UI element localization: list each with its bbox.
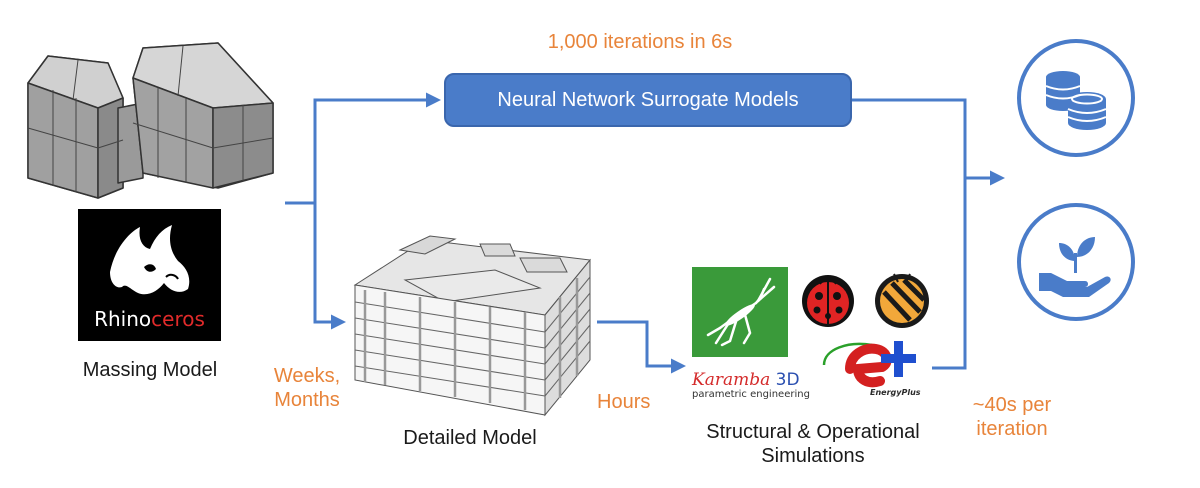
- rhino-head-icon: [110, 225, 190, 295]
- arrow-to-simulations: [597, 320, 686, 374]
- iteration-time-label: ~40s per iteration: [972, 394, 1052, 440]
- weeks-months-label: Weeks, Months: [273, 365, 341, 411]
- detailed-model-image: [353, 235, 591, 417]
- coins-icon: [1017, 39, 1135, 157]
- arrow-to-surrogate: [313, 92, 441, 203]
- arrow-simulations-out: [932, 178, 967, 370]
- honeybee-icon: [875, 273, 929, 328]
- rhinoceros-logo: Rhinoceros: [78, 209, 221, 341]
- surrogate-model-label: Neural Network Surrogate Models: [497, 88, 799, 111]
- karamba-logo: Karamba 3D parametric engineering: [692, 370, 810, 400]
- grasshopper-logo: [692, 267, 788, 357]
- arrow-surrogate-out: [852, 98, 967, 178]
- hours-label: Hours: [597, 391, 651, 413]
- surrogate-model-box: Neural Network Surrogate Models: [444, 73, 852, 127]
- arrow-to-detailed: [313, 203, 346, 330]
- iterations-note: 1,000 iterations in 6s: [547, 31, 733, 53]
- massing-model-image: [27, 42, 274, 199]
- hand-plant-icon: [1017, 203, 1135, 321]
- ladybug-icon: [802, 275, 854, 327]
- energyplus-icon: [822, 341, 916, 388]
- grasshopper-icon: [706, 277, 776, 347]
- simulations-label: Structural & Operational Simulations: [706, 421, 920, 467]
- energyplus-label: EnergyPlus: [870, 388, 921, 397]
- massing-model-label: Massing Model: [82, 359, 218, 381]
- detailed-model-label: Detailed Model: [403, 427, 537, 449]
- rhinoceros-wordmark: Rhinoceros: [94, 307, 205, 331]
